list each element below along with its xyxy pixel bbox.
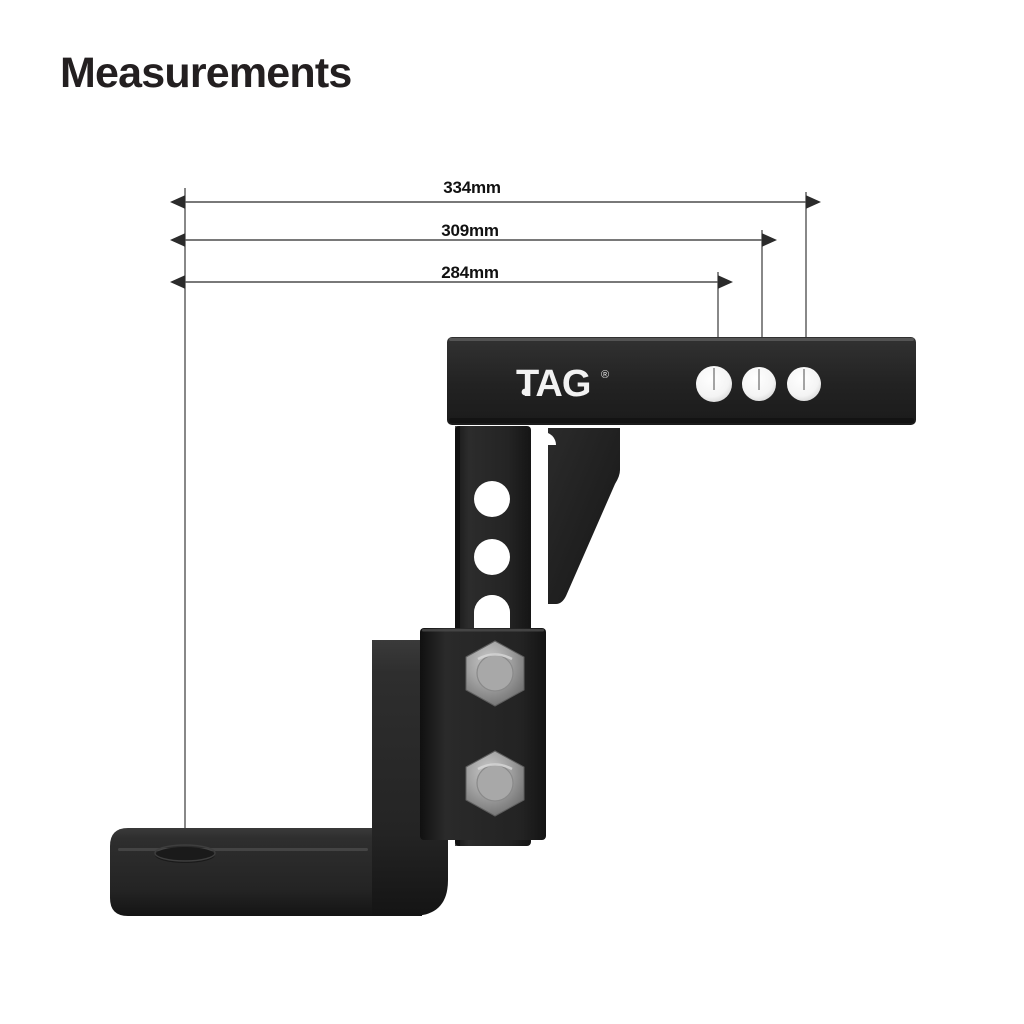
tag-logo-trademark: ® (601, 369, 609, 381)
product-illustration: TAG ® (110, 337, 916, 916)
tongue-ball-hole (155, 847, 215, 863)
tag-logo: TAG ® (516, 363, 609, 405)
svg-text:TAG: TAG (516, 363, 590, 405)
post-hole-2 (474, 539, 510, 575)
clamp-plate-top-highlight (422, 629, 544, 632)
tag-logo-dot (521, 388, 529, 396)
post-hole-1 (474, 481, 510, 517)
bar-bottom-shade (449, 418, 914, 423)
bar-holes (696, 366, 821, 402)
bolt-upper (465, 640, 525, 707)
dimension-lines (170, 195, 821, 289)
bolt-lower (465, 750, 525, 817)
horizontal-receiver-bar (447, 337, 916, 425)
dimension-label-284mm: 284mm (441, 263, 499, 282)
tongue-ball-hole-rim (154, 844, 216, 862)
clamp-bolts (465, 640, 525, 817)
page-title: Measurements (60, 49, 352, 97)
bar-top-highlight (449, 338, 914, 341)
gusset-highlight-notch (543, 432, 556, 445)
post-hole-3-visible-arc (474, 595, 510, 628)
dimension-label-309mm: 309mm (441, 221, 499, 240)
dimension-label-334mm: 334mm (443, 178, 501, 197)
gusset-brace (548, 428, 620, 604)
